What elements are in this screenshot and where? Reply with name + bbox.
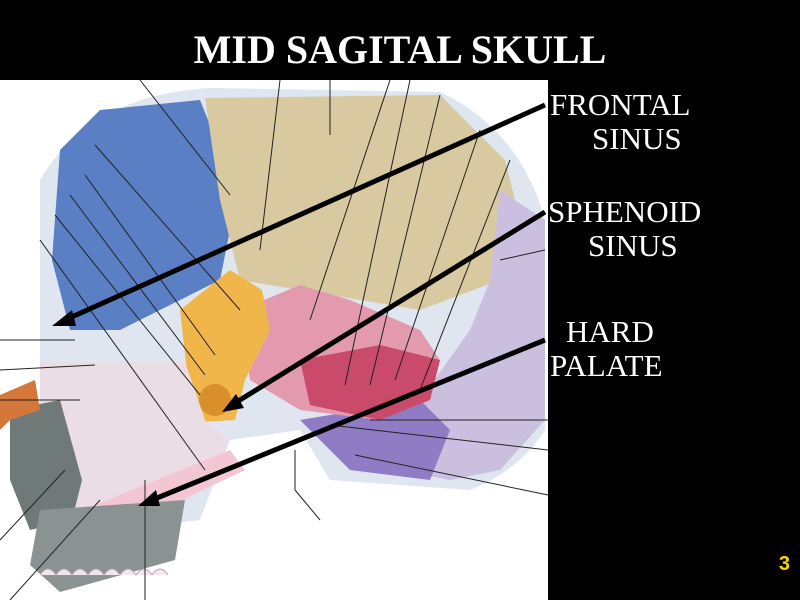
sphenoid-sinus xyxy=(199,384,231,416)
arrowhead xyxy=(222,394,244,412)
hard-palate-label: HARD PALATE xyxy=(550,315,663,383)
sphenoid-bone xyxy=(180,270,270,422)
label-line: SINUS xyxy=(588,228,678,263)
mandible-teeth xyxy=(30,500,185,592)
arrowhead xyxy=(52,310,76,326)
nasal-bone xyxy=(0,380,40,430)
arrows xyxy=(52,102,547,506)
leader-lines xyxy=(0,79,549,600)
hard-palate-arrow xyxy=(151,337,546,503)
occipital-bone xyxy=(300,190,545,480)
label-line: PALATE xyxy=(550,348,663,383)
frontal-sinus-arrow xyxy=(63,102,547,323)
slide-title: MID SAGITAL SKULL xyxy=(193,27,607,72)
label-line: SINUS xyxy=(592,121,682,156)
palate xyxy=(95,450,245,515)
page-number: 3 xyxy=(778,553,790,575)
sphenoid-sinus-label: SPHENOID SINUS xyxy=(548,195,701,263)
frontal-bone xyxy=(52,100,230,330)
label-line: SPHENOID xyxy=(548,194,702,229)
arrowhead xyxy=(138,490,160,506)
frontal-sinus-label: FRONTAL SINUS xyxy=(550,88,690,156)
sphenoid-sinus-arrow xyxy=(233,209,547,406)
label-line: FRONTAL xyxy=(550,87,691,122)
nasal-gray xyxy=(10,400,82,530)
teeth xyxy=(39,568,169,576)
label-line: HARD xyxy=(566,314,654,349)
temporal-petrous xyxy=(300,345,440,420)
